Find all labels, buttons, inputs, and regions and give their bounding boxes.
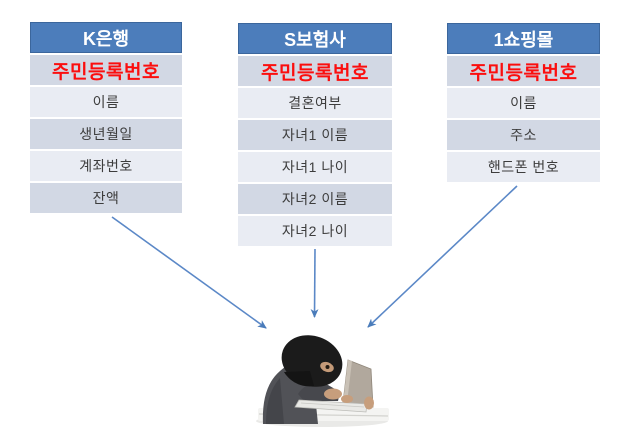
table-k-bank: K은행 주민등록번호 이름 생년월일 계좌번호 잔액 [30,22,182,213]
table-row: 이름 [447,88,600,118]
table-shopping-mall: 1쇼핑몰 주민등록번호 이름 주소 핸드폰 번호 [447,23,600,182]
table-k-bank-title: K은행 [30,22,182,53]
table-shopping-mall-title: 1쇼핑몰 [447,23,600,54]
table-shopping-mall-highlight-row: 주민등록번호 [447,56,600,86]
table-row: 잔액 [30,183,182,213]
table-row: 결혼여부 [238,88,392,118]
table-row: 자녀2 이름 [238,184,392,214]
table-row: 자녀1 나이 [238,152,392,182]
table-row: 이름 [30,87,182,117]
table-s-insurance-title: S보험사 [238,23,392,54]
table-k-bank-highlight-row: 주민등록번호 [30,55,182,85]
table-row: 핸드폰 번호 [447,152,600,182]
hacker-image [256,335,389,427]
table-row: 자녀2 나이 [238,216,392,246]
table-row: 계좌번호 [30,151,182,181]
table-row: 자녀1 이름 [238,120,392,150]
table-row: 생년월일 [30,119,182,149]
table-s-insurance: S보험사 주민등록번호 결혼여부 자녀1 이름 자녀1 나이 자녀2 이름 자녀… [238,23,392,246]
arrow-s-insurance-to-hacker [310,248,319,318]
table-s-insurance-highlight-row: 주민등록번호 [238,56,392,86]
table-row: 주소 [447,120,600,150]
